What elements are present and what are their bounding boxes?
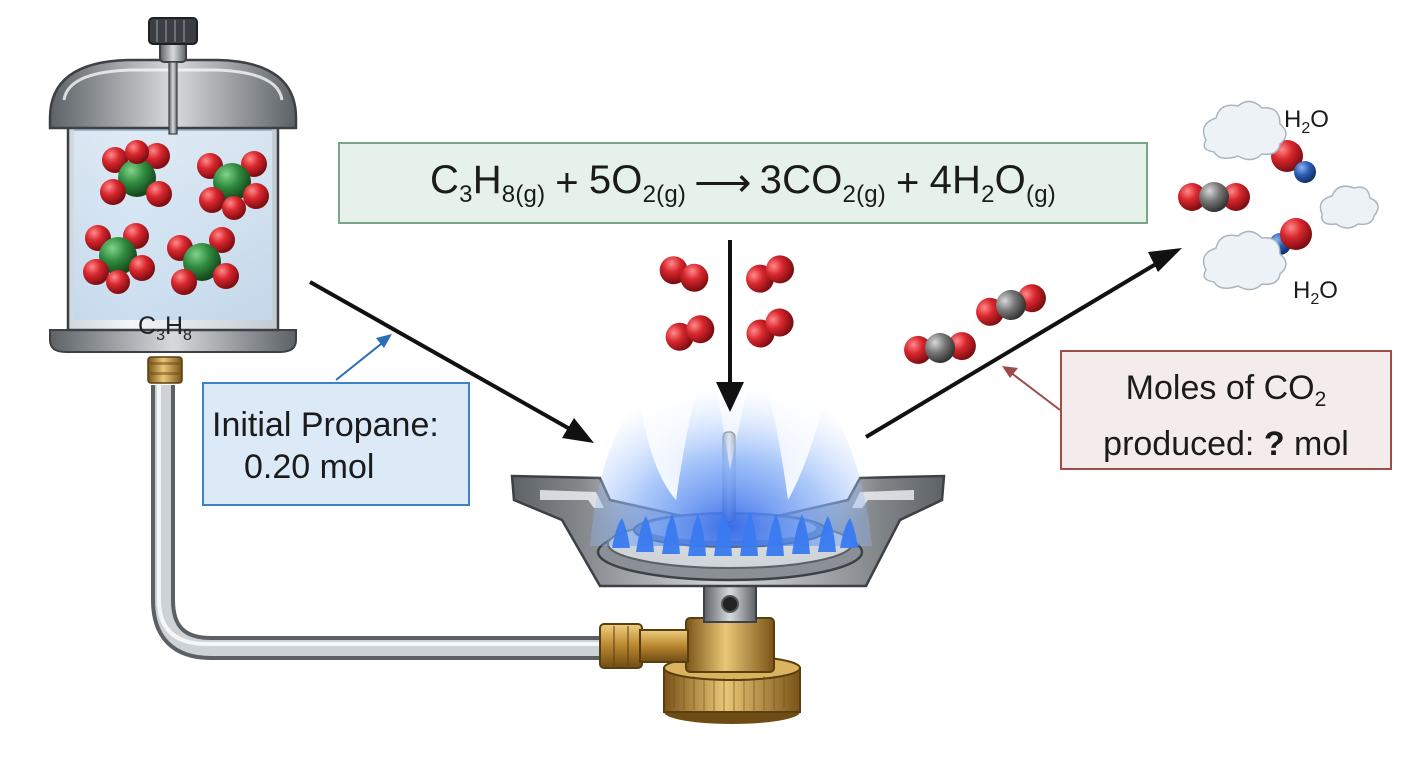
reactant-oxygen: 5O2(g) <box>588 157 687 208</box>
oxygen-molecule-icon <box>659 256 709 292</box>
water-label: H2O <box>1293 277 1338 308</box>
reactant-propane: C3H8(g) <box>430 157 546 208</box>
steam-cloud-icon <box>1319 185 1379 229</box>
flame-icon <box>580 350 880 570</box>
arrowhead-oxygen-down <box>716 382 744 412</box>
steam-clouds <box>1202 100 1379 291</box>
propane-molecule-icon <box>197 151 269 220</box>
co2-molecule-icon <box>976 284 1046 326</box>
plus-sign: + <box>555 160 579 205</box>
pointer-given <box>335 339 387 381</box>
initial-propane-box: Initial Propane: 0.20 mol <box>202 382 470 506</box>
co2-molecule-icon <box>1178 182 1250 212</box>
water-label: H2O <box>1284 106 1329 137</box>
steam-cloud-icon <box>1202 100 1287 161</box>
steam-cloud-icon <box>1202 230 1287 291</box>
arrowhead-tank-to-burner <box>562 418 594 443</box>
arrows <box>309 240 1182 443</box>
arrow-tank-to-burner <box>309 280 585 439</box>
gas-pipe <box>151 385 600 660</box>
tank-label: C3H8 <box>138 312 192 344</box>
oxygen-molecule-icon <box>746 308 794 348</box>
oxygen-molecule-icon <box>746 255 794 293</box>
moles-co2-box: Moles of CO2 produced: ? mol <box>1060 350 1392 470</box>
given-value: 0.20 mol <box>244 448 375 486</box>
pointer-unknown <box>1009 371 1061 411</box>
arrow-products-out <box>864 256 1168 439</box>
oxygen-molecules <box>659 255 794 351</box>
product-co2: 3CO2(g) <box>759 157 886 208</box>
co2-molecule-icon <box>904 332 976 364</box>
chemical-equation: C3H8(g) + 5O2(g) ⟶ 3CO2(g) + 4H2O(g) <box>338 142 1148 224</box>
product-water: 4H2O(g) <box>929 157 1056 208</box>
propane-molecules <box>83 140 269 295</box>
propane-molecule-icon <box>167 227 239 295</box>
co2-molecules <box>904 182 1250 364</box>
propane-molecule-icon <box>83 223 155 294</box>
given-label: Initial Propane: <box>212 406 439 444</box>
arrowhead-products-out <box>1148 248 1182 272</box>
pointer-given-head <box>376 334 392 348</box>
unknown-label: Moles of CO2 <box>1125 369 1327 411</box>
oxygen-molecule-icon <box>665 315 715 351</box>
plus-sign: + <box>896 160 920 205</box>
reaction-arrow: ⟶ <box>694 161 752 205</box>
water-molecules <box>1269 140 1316 255</box>
pointer-unknown-head <box>1002 366 1018 378</box>
unknown-value: produced: ? mol <box>1103 425 1349 463</box>
propane-molecule-icon <box>100 140 172 207</box>
